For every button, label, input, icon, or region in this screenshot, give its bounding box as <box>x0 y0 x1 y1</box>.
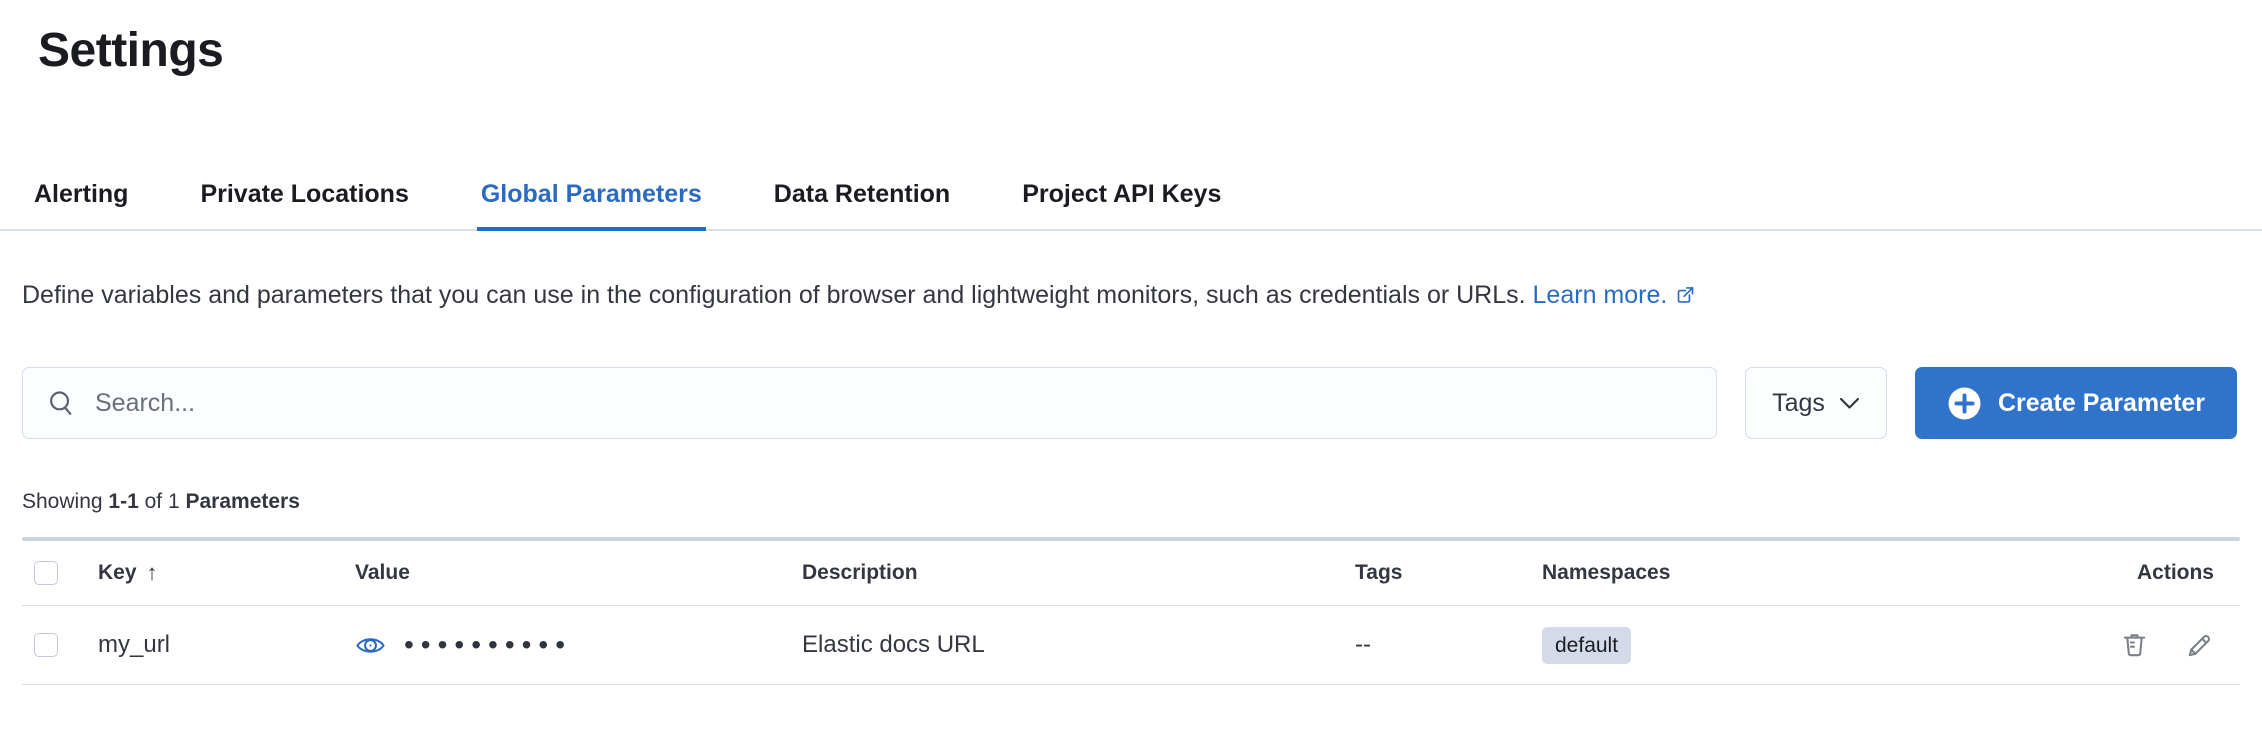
summary-of: of 1 <box>144 490 180 513</box>
row-actions-cell <box>1860 631 2240 660</box>
tab-alerting[interactable]: Alerting <box>34 180 129 208</box>
header-tags-label: Tags <box>1355 561 1403 584</box>
eye-icon[interactable] <box>355 630 386 661</box>
page-description: Define variables and parameters that you… <box>22 277 2182 315</box>
search-box <box>22 367 1717 439</box>
header-tags: Tags <box>1333 561 1520 585</box>
tab-global-parameters[interactable]: Global Parameters <box>476 180 706 231</box>
edit-parameter-button[interactable] <box>2185 631 2214 660</box>
trash-icon <box>2120 633 2149 663</box>
table-row: my_url •••••••••• Elastic docs URL -- de… <box>22 606 2240 685</box>
row-checkbox[interactable] <box>34 633 58 657</box>
chevron-down-icon <box>1839 397 1860 410</box>
tabs: Alerting Private Locations Global Parame… <box>30 180 2232 231</box>
row-description-cell: Elastic docs URL <box>780 631 1333 659</box>
header-checkbox-cell <box>22 561 76 585</box>
namespace-badge: default <box>1542 626 1632 664</box>
plus-circle-icon <box>1947 386 1982 421</box>
description-text: Define variables and parameters that you… <box>22 281 1526 309</box>
sort-ascending-icon: ↑ <box>146 560 158 585</box>
header-actions: Actions <box>1860 561 2240 585</box>
tab-project-api-keys[interactable]: Project API Keys <box>1022 180 1222 208</box>
table-header-row: Key ↑ Value Description Tags Namespaces … <box>22 541 2240 606</box>
parameter-description: Elastic docs URL <box>802 631 985 658</box>
results-summary: Showing 1-1 of 1 Parameters <box>22 489 2240 515</box>
header-namespaces: Namespaces <box>1520 561 1860 585</box>
create-parameter-label: Create Parameter <box>1997 388 2206 417</box>
header-namespaces-label: Namespaces <box>1542 561 1671 584</box>
row-namespaces-cell: default <box>1520 626 1860 664</box>
tab-data-retention[interactable]: Data Retention <box>773 180 951 208</box>
page-title: Settings <box>38 24 224 77</box>
search-icon <box>46 388 77 424</box>
row-value-cell: •••••••••• <box>333 630 780 661</box>
header-description-label: Description <box>802 561 918 584</box>
search-input[interactable] <box>22 367 1717 439</box>
parameter-key: my_url <box>98 631 171 658</box>
select-all-checkbox[interactable] <box>34 561 58 585</box>
row-tags-cell: -- <box>1333 631 1520 659</box>
summary-prefix: Showing <box>22 490 103 513</box>
tabs-bar: Alerting Private Locations Global Parame… <box>0 180 2262 231</box>
header-actions-label: Actions <box>2136 561 2214 584</box>
header-value-label: Value <box>355 561 410 584</box>
tags-filter-label: Tags <box>1772 388 1825 417</box>
masked-parameter-value: •••••••••• <box>404 629 573 660</box>
table-top-rule <box>22 537 2240 541</box>
external-link-icon <box>1675 279 1696 315</box>
parameter-tags: -- <box>1355 631 1371 658</box>
learn-more-link[interactable]: Learn more. <box>1533 281 1697 309</box>
row-checkbox-cell <box>22 633 76 657</box>
header-value: Value <box>333 561 780 585</box>
row-key-cell: my_url <box>76 631 333 659</box>
toolbar: Tags Create Parameter <box>22 367 2240 439</box>
header-key[interactable]: Key ↑ <box>76 560 333 586</box>
tab-private-locations[interactable]: Private Locations <box>200 180 409 208</box>
pencil-icon <box>2185 634 2214 663</box>
delete-parameter-button[interactable] <box>2120 631 2149 660</box>
header-key-label: Key <box>98 561 137 584</box>
learn-more-label: Learn more. <box>1532 281 1668 309</box>
summary-entity: Parameters <box>185 490 300 513</box>
header-description: Description <box>780 561 1333 585</box>
summary-range: 1-1 <box>108 490 139 513</box>
tags-filter-button[interactable]: Tags <box>1745 367 1887 439</box>
create-parameter-button[interactable]: Create Parameter <box>1915 367 2237 439</box>
